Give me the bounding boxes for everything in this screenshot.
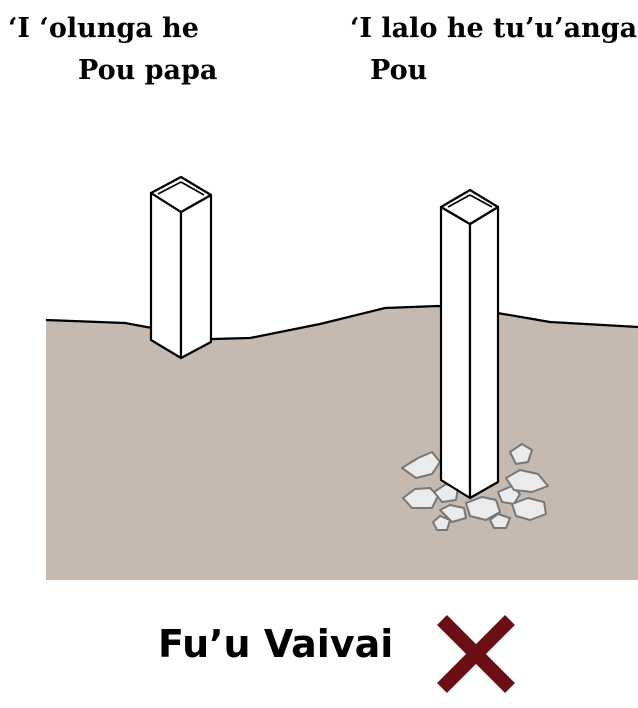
caption-text: Fu’u Vaivai	[158, 622, 394, 666]
rubble-stones	[401, 443, 549, 531]
shallow-post	[149, 175, 213, 360]
stone	[509, 443, 533, 465]
stone	[433, 483, 459, 503]
left-post-label-line1: ‘I ‘olunga he	[8, 13, 199, 44]
deep-post-top-edge-2	[469, 194, 493, 208]
stone	[432, 515, 451, 531]
shallow-post-top-edge-2	[180, 181, 205, 196]
stone	[511, 497, 547, 521]
deep-post-top	[439, 188, 500, 226]
right-post-label-line1: ‘I lalo he tu’u’anga	[350, 13, 638, 44]
diagram-scene	[45, 175, 638, 580]
deep-post-top-edge	[447, 194, 471, 208]
ground-soil	[46, 306, 638, 580]
stone	[465, 496, 501, 521]
left-post-label-line2: Pou papa	[78, 55, 218, 86]
shallow-post-side	[179, 193, 213, 360]
shallow-post-front	[149, 191, 183, 360]
ground-surface-line	[45, 304, 638, 342]
shallow-post-top-edge	[157, 181, 182, 195]
deep-post	[439, 188, 500, 500]
caption-row: Fu’u Vaivai	[0, 608, 638, 698]
stone	[489, 513, 511, 529]
deep-post-side	[468, 205, 500, 500]
right-post-label-line2: Pou	[370, 55, 428, 86]
stone	[505, 469, 549, 493]
shallow-post-top	[149, 175, 213, 214]
x-mark-icon	[437, 615, 515, 693]
deep-post-front	[439, 205, 472, 500]
